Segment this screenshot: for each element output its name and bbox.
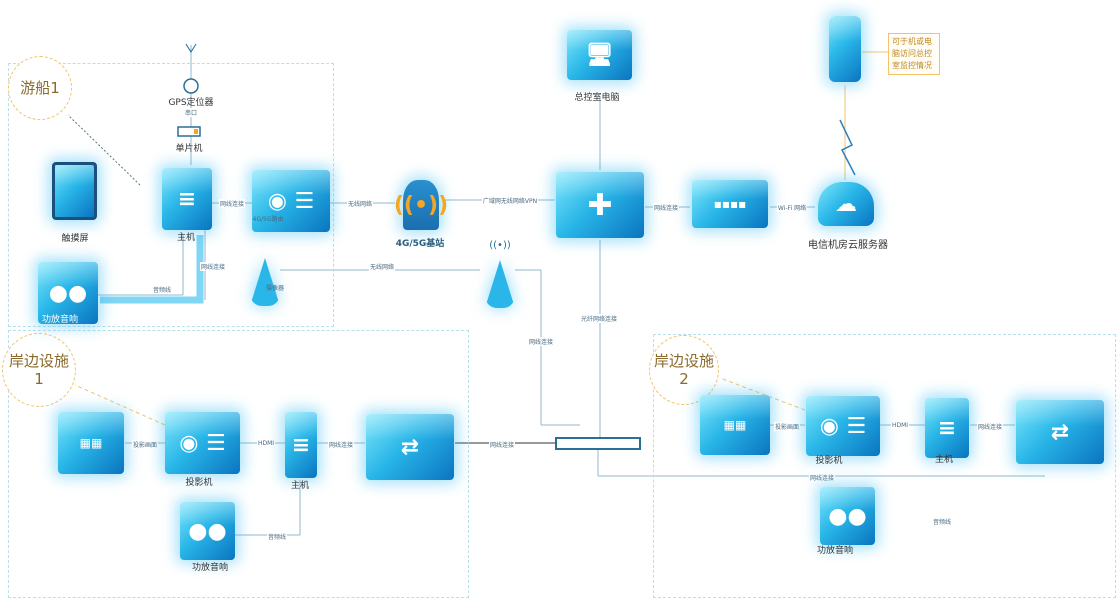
net-link3: 网线连接	[488, 440, 516, 449]
core-switch-device[interactable]: ✚	[556, 172, 644, 238]
camera-device[interactable]	[250, 258, 280, 306]
shore2-net-long: 网线连接	[808, 473, 836, 482]
wifi-ap-device[interactable]	[485, 260, 515, 308]
control-pc-label: 总控室电脑	[574, 93, 620, 103]
shore2-speaker-label: 功放音响	[816, 546, 854, 556]
shore1-hdmi: HDMI	[256, 440, 276, 447]
shore2-zone	[653, 334, 1116, 598]
remote-access-note: 可于机或电脑访问总控室监控情况	[888, 33, 940, 75]
shore1-speaker-label: 功放音响	[191, 563, 229, 573]
shore1-building: ▦▦	[58, 412, 124, 474]
firewall-icon: ▪▪▪▪	[713, 197, 747, 211]
boat-host-label: 主机	[176, 233, 196, 243]
shore2-audio: 音频线	[931, 517, 953, 526]
shore1-projector[interactable]: ◉ ☰	[165, 412, 240, 474]
shore1-host[interactable]: ≡	[285, 412, 317, 478]
boat-speaker-device[interactable]: ●●	[38, 262, 98, 324]
cloud-server-device[interactable]: ☁	[818, 182, 874, 226]
phone-device[interactable]	[829, 16, 861, 82]
fiber-link: 光纤网络连接	[579, 314, 619, 323]
shore1-host-label: 主机	[290, 481, 310, 491]
shore2-speaker[interactable]: ●●	[820, 487, 875, 545]
touchscreen-device[interactable]	[52, 162, 97, 220]
projector-icon: ◉ ☰	[819, 413, 867, 439]
boat-speaker-label: 功放音响	[41, 315, 79, 325]
wifi-ap-icon: ((•))	[489, 240, 511, 251]
shore1-zone	[8, 330, 469, 598]
zone-badge-shore1: 岸边设施 1	[2, 333, 76, 407]
zone-badge-boat: 游船1	[8, 56, 72, 120]
net-link2: 网线连接	[527, 337, 555, 346]
wifi-link: Wi-Fi 网络	[776, 203, 808, 212]
boat-wire-net: 网线连接	[218, 199, 246, 208]
wireless-link2: 无线网络	[368, 262, 396, 271]
speaker-icon: ●●	[48, 280, 88, 306]
shore2-switch[interactable]: ⇄	[1016, 400, 1104, 464]
server-icon: ≡	[291, 432, 311, 458]
cloud-icon: ☁	[835, 191, 857, 217]
shore2-screen-link: 投影画面	[773, 422, 801, 431]
net-link1: 网线连接	[652, 203, 680, 212]
switch-cross-icon: ✚	[587, 187, 613, 223]
wireless-link: 无线网络	[346, 199, 374, 208]
control-pc-device[interactable]: 🖥	[567, 30, 632, 80]
boat-router-device[interactable]: ◉ ☰	[252, 170, 330, 232]
gps-label: GPS定位器	[168, 98, 214, 108]
projector-icon: ◉ ☰	[179, 430, 226, 456]
router-icon: ◉ ☰	[267, 188, 315, 214]
boat-router-label: 4G/5G路由	[252, 216, 284, 223]
shore2-building: ▦▦	[700, 395, 770, 455]
shore2-net: 网线连接	[976, 422, 1004, 431]
shore1-speaker[interactable]: ●●	[180, 502, 235, 560]
building-icon: ▦▦	[79, 436, 103, 450]
switch-arrows-icon: ⇄	[400, 434, 420, 460]
shore2-projector-label: 投影机	[815, 456, 843, 466]
shore2-projector[interactable]: ◉ ☰	[806, 396, 880, 456]
boat-zone	[8, 63, 334, 327]
computer-icon: 🖥	[585, 42, 614, 68]
shore1-projector-label: 投影机	[185, 478, 213, 488]
boat-wire-audio: 音频线	[151, 285, 173, 294]
zone-badge-shore2: 岸边设施 2	[649, 335, 719, 405]
server-icon: ≡	[937, 415, 957, 441]
serial-label: 串口	[183, 108, 199, 117]
tower-label: 4G/5G基站	[395, 239, 445, 249]
camera-label: 摄像器	[265, 285, 285, 292]
server-icon: ≡	[177, 186, 197, 212]
building-icon: ▦▦	[723, 418, 747, 432]
speaker-icon: ●●	[188, 518, 227, 544]
mcu-label: 单片机	[175, 144, 203, 154]
antenna-icon: ((•))	[393, 192, 449, 218]
touchscreen-label: 触摸屏	[61, 234, 89, 244]
shore2-hdmi: HDMI	[890, 422, 910, 429]
shore2-host-label: 主机	[934, 455, 954, 465]
shore1-screen-link: 投影画面	[131, 440, 159, 449]
shore1-audio: 音频线	[266, 532, 288, 541]
switch-arrows-icon: ⇄	[1050, 419, 1070, 445]
boat-host-device[interactable]: ≡	[162, 168, 212, 230]
shore1-net: 网线连接	[327, 440, 355, 449]
speaker-icon: ●●	[828, 503, 867, 529]
firewall-device[interactable]: ▪▪▪▪	[692, 180, 768, 228]
boat-wire-net2: 网线连接	[199, 262, 227, 271]
tower-device[interactable]: ((•))	[393, 180, 449, 230]
wan-link: 广域网无线网络VPN	[481, 196, 539, 205]
patch-panel[interactable]	[555, 437, 641, 450]
shore1-switch[interactable]: ⇄	[366, 414, 454, 480]
cloud-label: 电信机房云服务器	[808, 240, 888, 251]
shore2-host[interactable]: ≡	[925, 398, 969, 458]
